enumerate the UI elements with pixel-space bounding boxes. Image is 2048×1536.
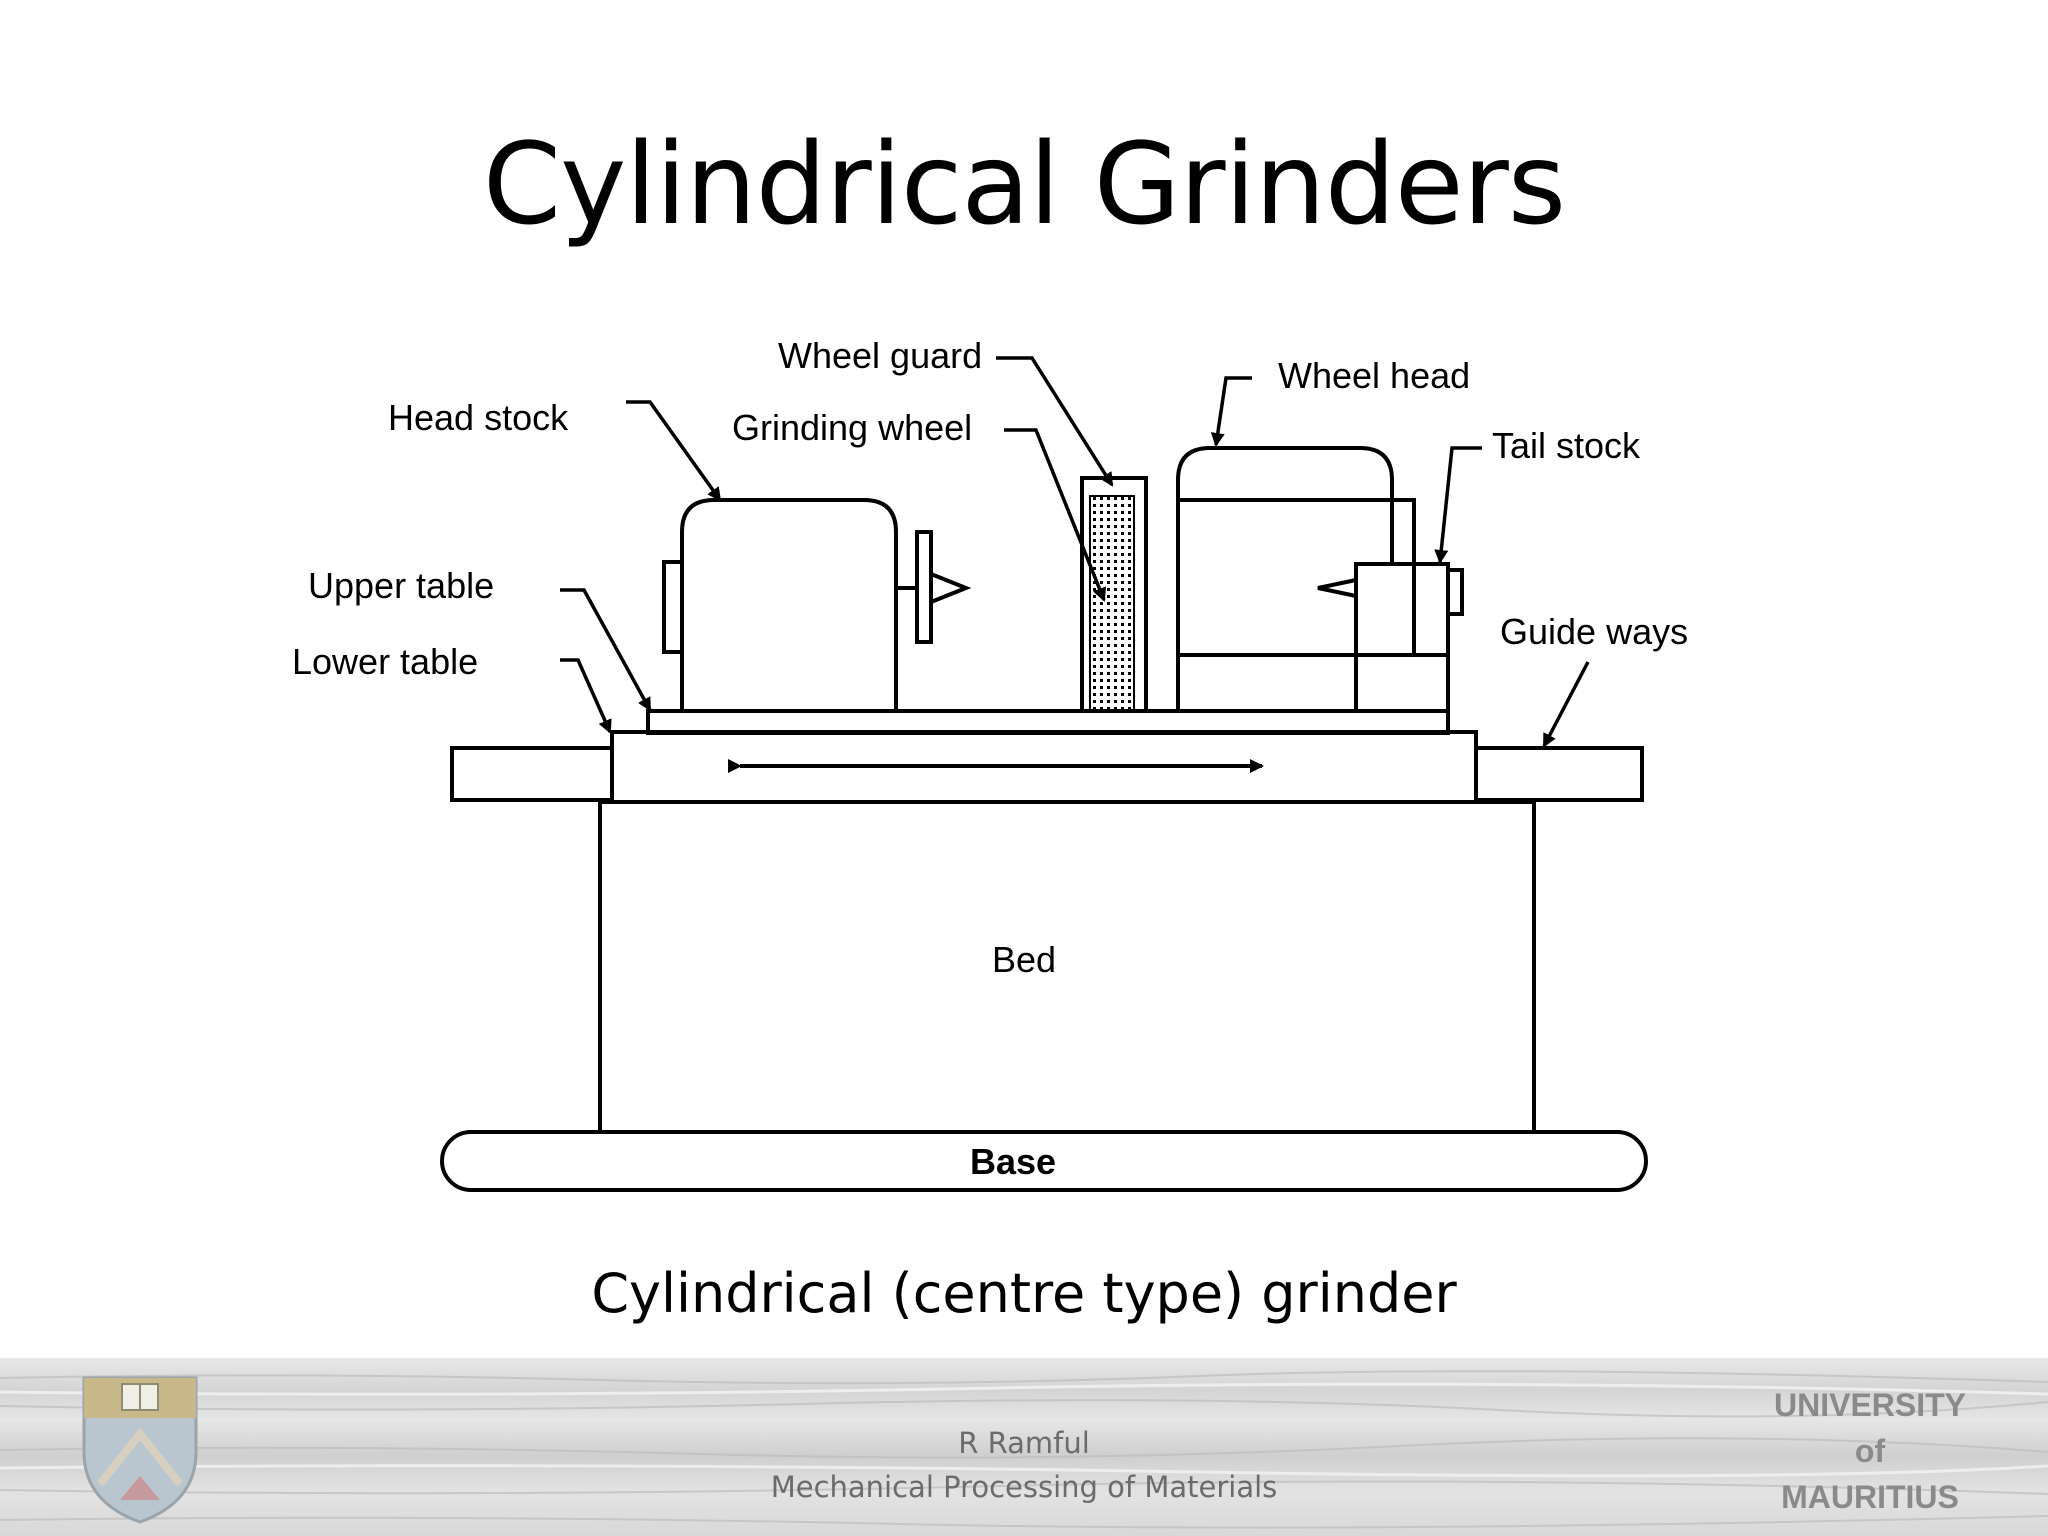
grinding-wheel-shape <box>1089 495 1135 712</box>
logo-line-1: UNIVERSITY <box>1773 1387 1967 1423</box>
figure-caption: Cylindrical (centre type) grinder <box>591 1262 1457 1325</box>
label-lower-table: Lower table <box>292 641 478 682</box>
label-wheel-head: Wheel head <box>1278 355 1470 396</box>
label-upper-table: Upper table <box>308 565 494 606</box>
cylindrical-grinder-diagram: Wheel guard Wheel head Head stock Grindi… <box>292 335 1688 1192</box>
label-grinding-wheel: Grinding wheel <box>732 407 972 448</box>
leader-wheel-guard <box>996 356 1114 487</box>
leader-grinding-wheel <box>1004 428 1107 602</box>
leader-tail-stock <box>1434 446 1482 564</box>
tail-stock-handle <box>1446 568 1464 616</box>
logo-line-2: of <box>1854 1433 1886 1469</box>
footer-course: Mechanical Processing of Materials <box>770 1470 1278 1504</box>
leader-guide-ways <box>1542 661 1590 748</box>
label-base: Base <box>970 1141 1056 1182</box>
tail-stock-centre <box>1317 577 1358 599</box>
logo-line-3: MAURITIUS <box>1781 1479 1959 1515</box>
label-wheel-guard: Wheel guard <box>778 335 982 376</box>
wood-texture <box>0 1370 2048 1529</box>
tail-stock-shape <box>1354 562 1450 713</box>
head-stock-shape <box>680 498 898 711</box>
label-tail-stock: Tail stock <box>1492 425 1641 466</box>
leader-lower-table <box>560 658 612 734</box>
head-stock-centre <box>929 571 972 605</box>
leader-head-stock <box>626 400 722 502</box>
head-stock-spindle-plate <box>915 530 933 644</box>
wheel-head-shape <box>1176 446 1394 711</box>
leader-upper-table <box>560 588 652 712</box>
label-bed: Bed <box>992 939 1056 980</box>
university-of-mauritius-logo: UNIVERSITY of MAURITIUS <box>1740 1382 2000 1520</box>
leader-wheel-head <box>1210 376 1252 447</box>
upper-table-shape <box>646 709 1450 735</box>
bed-shape <box>598 800 1536 1134</box>
head-stock-knob <box>662 560 684 654</box>
label-guide-ways: Guide ways <box>1500 611 1688 652</box>
guide-ways-left <box>450 746 614 802</box>
slide-title: Cylindrical Grinders <box>482 120 1566 250</box>
footer-author: R Ramful <box>958 1426 1090 1460</box>
wheel-head-block <box>1176 498 1416 657</box>
university-crest-logo <box>82 1376 198 1524</box>
label-head-stock: Head stock <box>388 397 569 438</box>
footer-bar: R Ramful Mechanical Processing of Materi… <box>0 1358 2048 1536</box>
guide-ways-right <box>1474 746 1644 802</box>
